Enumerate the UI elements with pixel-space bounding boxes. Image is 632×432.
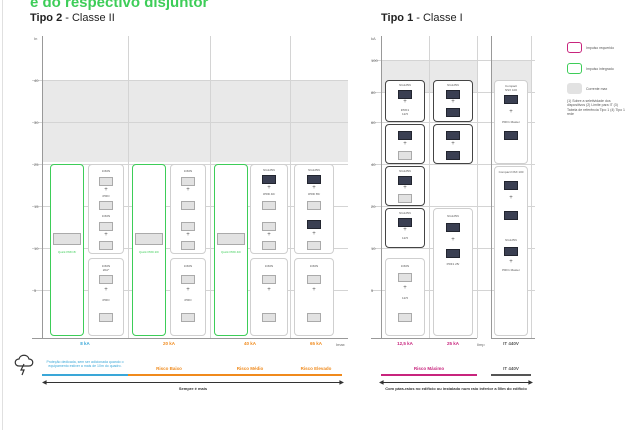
surge-arrester-device [262,241,276,250]
breaker-prd-module[interactable]: iC60N + iPRD iC60N + [88,164,124,254]
surge-arrester-device [99,313,113,322]
prf1-25-module[interactable]: NG125N + PRF1 25r [433,208,473,336]
prf1-module[interactable]: NG125N + [385,166,425,206]
ng125-module-65ka[interactable]: NG125N + iPRD 65r + [294,164,334,254]
ng125-module[interactable]: NG125N + iPRD 40r + [250,164,288,254]
lightning-cloud-icon [14,354,34,376]
breaker-device [262,222,276,231]
surge-arrester-device [99,241,113,250]
surge-arrester-device [181,313,195,322]
breaker-prd-module[interactable]: iC60N + [294,258,334,336]
quick-prd-module-8ka[interactable]: Quick PRD 8r [50,164,84,336]
ng125-breaker-device [307,220,321,229]
category-it-440v: IT 440V [503,341,519,346]
surge-arrester-device [307,313,321,322]
prf1-master-device [504,131,518,140]
surge-arrester-device [398,313,412,322]
quick-prd-device [135,233,163,245]
breaker-device [181,275,195,284]
ng125-breaker-device [446,90,460,99]
surge-arrester-device [398,194,412,203]
quick-prd-module-20ka[interactable]: Quick PRD 20r [132,164,166,336]
category-40ka: 40 kA [243,341,256,346]
prf1-module[interactable]: NG125N + [433,80,473,122]
right-section-title: Tipo 1 - Classe I [381,12,463,24]
breaker-device [181,222,195,231]
legend-item-required: Impulso requerido [586,46,615,50]
legend-notes: (1) Sobre a seletividade dos dispositivo… [567,99,625,116]
quick-prd-device [217,233,245,245]
legend-item-current: Corrente max [586,87,608,91]
tipo1-board: kA 100 80 60 40 20 10 5 NG125N + iPRF1 1… [371,36,535,366]
ng125-breaker-device [504,247,518,256]
category-8ka: 8 kA [80,341,90,346]
right-span-arrow: ◀▶ [379,380,533,386]
surge-arrester-device [262,201,276,210]
risk-low-label: Risco Baixo [156,366,182,371]
left-note: Proteção dedicada, sem ser adicionada qu… [46,360,124,369]
ng125-breaker-device [446,223,460,232]
surge-arrester-device [181,241,195,250]
breaker-prd-module[interactable]: iC60N 20A* + iPRD [88,258,124,336]
category-25ka: 25 kA [446,341,459,346]
quick-prd-device [53,233,81,245]
breaker-device [99,275,113,284]
prf1-module[interactable]: NG125N + iPRF1 12r5 [385,80,425,122]
breaker-prf1-module[interactable]: iC60N + 12r5 [385,258,425,336]
breaker-device [99,177,113,186]
left-span-arrow: ◀▶ [42,380,344,386]
prf1-module[interactable]: + [385,124,425,164]
legend-swatch-current [567,83,582,94]
prf1-device [446,249,460,258]
breaker-device [181,177,195,186]
breaker-prd-module[interactable]: iC60N + + [170,164,206,254]
prf1-module[interactable]: NG125N + 12r5 [385,208,425,248]
breaker-device [398,273,412,282]
ng125-breaker-device [398,131,412,140]
legend-swatch-required [567,42,582,53]
legend-swatch-integrated [567,63,582,74]
surge-arrester-device [181,201,195,210]
breaker-device [262,275,276,284]
it-compact-module[interactable]: Compact NSX 100 + NG125N + PRF1 Master [494,166,528,336]
risk-max-label: Risco Máximo [413,366,445,371]
prf1-module[interactable]: + [433,124,473,164]
tipo2-board: In 40 30 25 15 10 5 Quick PRD 8r iC60N +… [32,36,348,366]
prf1-master-device [504,211,518,220]
breaker-prd-module[interactable]: iC60N + [250,258,288,336]
category-20ka: 20 kA [162,341,175,346]
category-65ka: 65 kA [309,341,322,346]
compact-breaker-device [504,181,518,190]
upper-band [42,80,348,162]
risk-it-label: IT 440V [503,366,519,371]
surge-arrester-device [262,313,276,322]
compact-breaker-device [504,95,518,104]
breaker-device [307,275,321,284]
prf1-device [446,108,460,117]
ng125-breaker-device [398,218,412,227]
ng125-breaker-device [262,175,276,184]
it-compact-module[interactable]: Compact NSX 100 + PRF1 Master [494,80,528,164]
surge-arrester-device [307,241,321,250]
left-span-text: Sempre é mais [178,386,208,391]
quick-prd-module-40ka[interactable]: Quick PRD 40r [214,164,248,336]
surge-arrester-device [307,201,321,210]
prf1-device [446,151,460,160]
ng125-breaker-device [398,176,412,185]
right-span-text: Com pára-raios no edifício ou instalado … [385,386,527,391]
risk-high-label: Risco Elevado [300,366,332,371]
breaker-device [99,222,113,231]
left-section-title: Tipo 2 - Classe II [30,12,115,24]
risk-medium-label: Risco Médio [236,366,264,371]
ng125-breaker-device [307,175,321,184]
surge-arrester-device [398,151,412,160]
breaker-prd-module[interactable]: iC60N + iPRD [170,258,206,336]
ng125-breaker-device [446,131,460,140]
surge-arrester-device [99,201,113,210]
ng125-breaker-device [398,90,412,99]
category-12-5ka: 12,5 kA [397,341,413,346]
page-headline: e do respectivo disjuntor [30,0,209,11]
legend-item-integrated: Impulso integrado [586,67,614,71]
